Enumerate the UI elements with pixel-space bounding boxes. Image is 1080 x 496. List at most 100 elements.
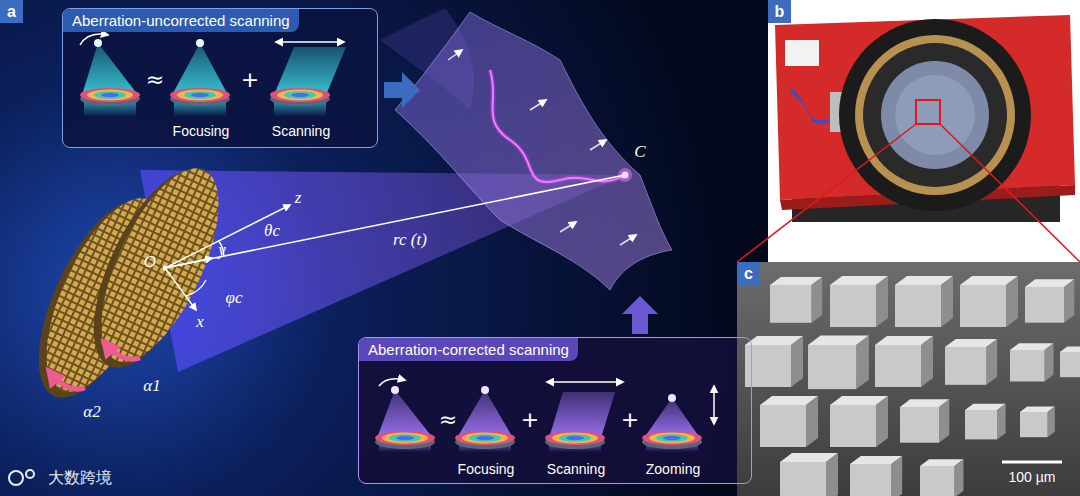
corrected-inset-part [375,379,435,452]
panel-c-sem-part [830,396,888,447]
math-symbol: x [196,313,204,332]
math-symbol: φc [226,289,243,308]
corrected-inset-part-part [377,390,433,438]
panel-b-photo-part [940,124,1080,262]
uncorrected-inset-part-part [82,43,138,95]
panel-c-sem-part [745,336,803,387]
panel-b-photo-part [785,40,819,66]
panel-b-photo-part [839,19,1031,211]
corrected-inset-part-part [481,386,489,394]
inset-caption: Focusing [458,461,515,477]
corrected-inset-part-part [375,431,435,449]
corrected-inset-part [358,337,752,484]
pointer-arrows-part [384,72,420,108]
image-surface-part [560,222,576,232]
panel-b-photo-part [895,75,975,155]
corrected-inset-part-part [391,386,399,394]
operator-symbol: + [621,408,639,432]
image-surface-part [620,235,636,245]
math-symbol: θc [264,222,280,241]
uncorrected-inset-part-part [274,47,346,95]
math-symbol: y [218,241,226,260]
panel-tag: a [0,0,23,23]
uncorrected-inset-part-part [80,34,108,45]
panel-a-ground [0,0,768,496]
panel-letter: a [7,3,16,21]
corrected-inset-part-part [545,431,605,449]
coordinate-axes-part [165,268,196,310]
watermark-logo-part [26,470,34,478]
image-surface-part [490,70,625,182]
inset-caption: Zooming [646,461,700,477]
panel-b-photo-part [792,96,832,128]
math-symbol: α2 [83,403,100,422]
corrected-inset-part [642,386,714,452]
coordinate-axes-part [165,205,290,268]
uncorrected-inset-part-part [276,41,344,43]
panel-c-sem [737,262,1080,496]
scale-bar-label: 100 µm [1009,470,1056,485]
coordinate-axes-part [163,266,168,271]
inset-box: Aberration-corrected scanningFocusingSca… [358,337,752,484]
watermark: 大数跨境 [48,469,112,487]
metasurface-disks-part [48,370,85,389]
inset-box: Aberration-uncorrected scanningFocusingS… [62,8,378,148]
uncorrected-inset-part-part [94,39,102,47]
metasurface-disks [14,152,243,414]
math-symbol: rc (t) [393,231,427,250]
panel-c-sem-part [875,336,933,387]
image-surface-part [395,12,672,290]
panel-tag: c [737,262,760,285]
panel-b-photo-part [768,0,1080,240]
image-surface [380,8,672,290]
panel-c-sem-part [1025,279,1074,322]
image-surface-part [530,100,546,110]
panel-a-ground-part [0,0,768,496]
panel-c-sem-part [1010,343,1054,381]
coordinate-axes-part [186,280,206,296]
corrected-inset-part-part [713,386,715,424]
panel-c-sem-part [920,459,964,496]
panel-b-photo-part [737,124,916,262]
uncorrected-inset-part [80,34,140,117]
watermark-logo [9,470,34,485]
uncorrected-inset-part [62,8,378,148]
uncorrected-inset-part [270,42,346,117]
uncorrected-inset [62,8,378,148]
panel-c-sem-part [850,456,902,496]
panel-b-photo-part [855,35,1015,195]
panel-letter: c [744,265,753,283]
panel-c-sem-part [900,399,949,442]
uncorrected-inset-part-part [196,39,204,47]
inset-caption: Focusing [173,123,230,139]
pointer-arrows-part [622,296,658,334]
uncorrected-inset-part-part [270,88,330,106]
coordinate-axes-part [165,258,212,268]
panel-b-photo-part [881,61,989,169]
panel-b-photo-part [863,43,1007,187]
panel-letter: b [775,3,785,21]
panel-b-photo-part [916,100,940,124]
panel-tag: b [768,0,791,23]
corrected-inset-part-part [455,431,515,449]
pointer-arrows [384,72,658,334]
corrected-inset-part-part [642,431,702,449]
corrected-inset-part-part [549,392,615,438]
image-surface-part [490,70,625,182]
corrected-inset-part-part [379,379,405,386]
panel-c-sem-part [945,339,997,385]
uncorrected-inset-part-part [172,43,228,95]
panel-c-sem-part [965,404,1006,440]
uncorrected-inset-part-part [170,88,230,106]
corrected-inset-part [545,382,623,452]
inset-caption: Scanning [547,461,605,477]
panel-c-sem-part [770,277,822,323]
coordinate-axes-part [165,175,625,268]
panel-c-sem-part [895,276,953,327]
math-symbol: α1 [143,377,160,396]
operator-symbol: + [521,408,539,432]
panel-c-sem-part [808,336,869,390]
math-symbol: z [295,189,302,208]
panel-c-sem-part [760,396,818,447]
